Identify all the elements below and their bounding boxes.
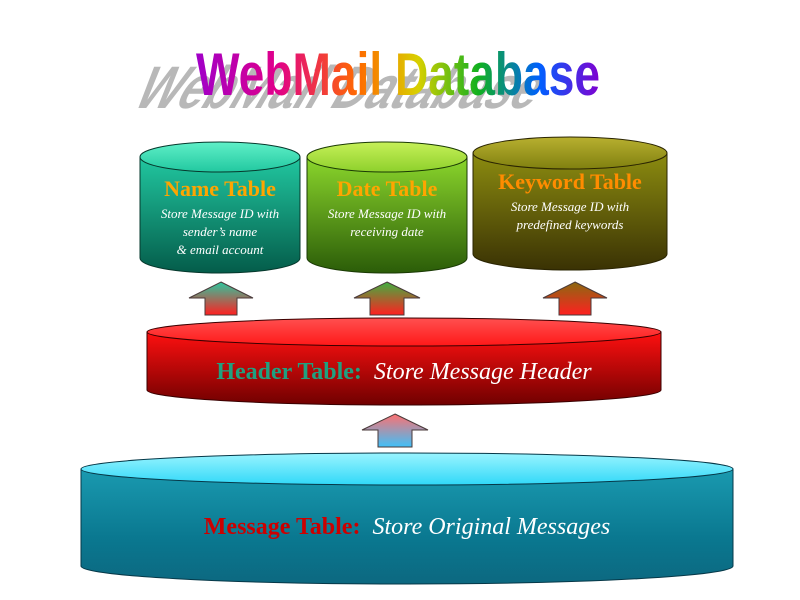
up-arrow-icon <box>353 281 421 316</box>
date-table-desc-line-1: Store Message ID with <box>328 206 446 221</box>
date-table-body <box>306 156 468 274</box>
keyword-table-title: Keyword Table <box>498 169 642 194</box>
name-table-desc-line-2: sender’s name <box>183 224 257 239</box>
message-table-top <box>80 452 734 486</box>
title-shadow: WebMail Database <box>123 53 562 121</box>
keyword-table-cylinder: Keyword Table Store Message ID with pred… <box>472 136 668 271</box>
message-table-desc: Store Original Messages <box>372 514 610 540</box>
date-table-title: Date Table <box>337 176 438 201</box>
name-table-desc-line-1: Store Message ID with <box>161 206 279 221</box>
message-table-body <box>80 468 734 585</box>
up-arrow-icon <box>542 281 608 316</box>
up-arrow-icon <box>361 413 429 448</box>
message-table-label: Message Table: <box>204 514 361 540</box>
header-table-cylinder: Header Table: Store Message Header <box>146 317 662 406</box>
message-table-cylinder: Message Table: Store Original Messages <box>80 452 734 585</box>
name-table-desc-line-3: & email account <box>177 242 264 257</box>
name-table-cylinder: Name Table Store Message ID with sender’… <box>139 141 301 274</box>
name-table-top <box>139 141 301 173</box>
date-table-cylinder: Date Table Store Message ID with receivi… <box>306 141 468 274</box>
date-table-top <box>306 141 468 173</box>
page-title: WebMail Database <box>196 41 600 108</box>
keyword-table-top <box>472 136 668 170</box>
up-arrow-icon <box>188 281 254 316</box>
keyword-table-body <box>472 152 668 271</box>
name-table-title: Name Table <box>164 176 276 201</box>
name-table-body <box>139 156 301 274</box>
header-table-desc: Store Message Header <box>374 359 592 385</box>
keyword-table-desc-line-2: predefined keywords <box>516 217 624 232</box>
keyword-table-desc-line-1: Store Message ID with <box>511 199 629 214</box>
header-table-top <box>146 317 662 347</box>
title-group: WebMail Database WebMail Database <box>123 41 600 121</box>
date-table-desc-line-2: receiving date <box>350 224 424 239</box>
message-table-text: Message Table: Store Original Messages <box>204 514 610 540</box>
header-table-body <box>146 331 662 406</box>
header-table-label: Header Table: <box>216 359 362 385</box>
header-table-text: Header Table: Store Message Header <box>216 359 592 385</box>
